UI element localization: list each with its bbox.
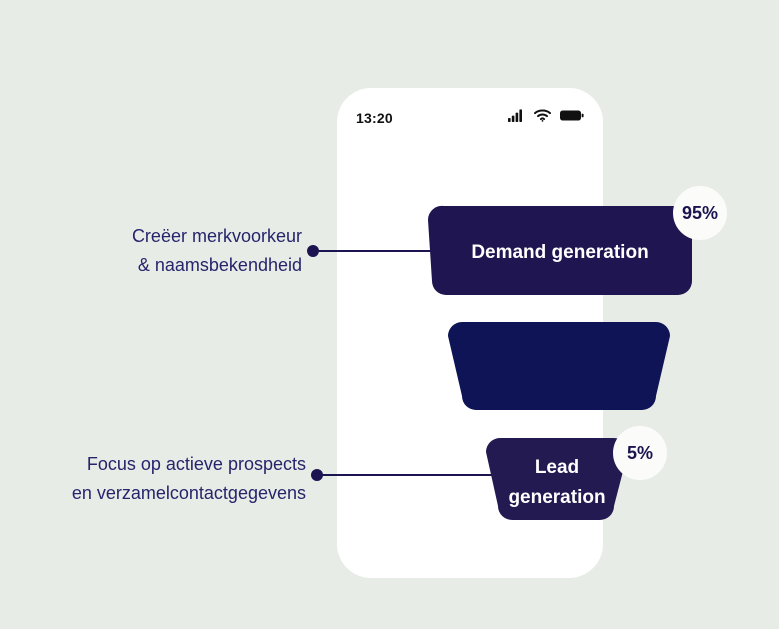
- phone-mockup: 13:20: [337, 88, 603, 578]
- percent-badge-lead: 5%: [613, 426, 667, 480]
- annotation-demand-line1: Creëer merkvoorkeur: [131, 226, 302, 246]
- phone-status-bar: 13:20: [337, 88, 603, 148]
- annotation-demand-line2: & naamsbekendheid: [137, 255, 302, 275]
- signal-icon: [508, 109, 525, 127]
- wifi-icon: [534, 109, 551, 127]
- percent-badge-demand: 95%: [673, 186, 727, 240]
- annotation-lead-line2: en verzamelcontactgegevens: [71, 483, 306, 503]
- annotation-demand: Creëer merkvoorkeur & naamsbekendheid: [0, 222, 302, 280]
- annotation-lead: Focus op actieve prospects en verzamelco…: [0, 450, 306, 508]
- status-bar-time: 13:20: [356, 110, 393, 126]
- status-bar-icons: [508, 109, 584, 127]
- annotation-lead-line1: Focus op actieve prospects: [86, 454, 306, 474]
- battery-icon: [560, 109, 584, 127]
